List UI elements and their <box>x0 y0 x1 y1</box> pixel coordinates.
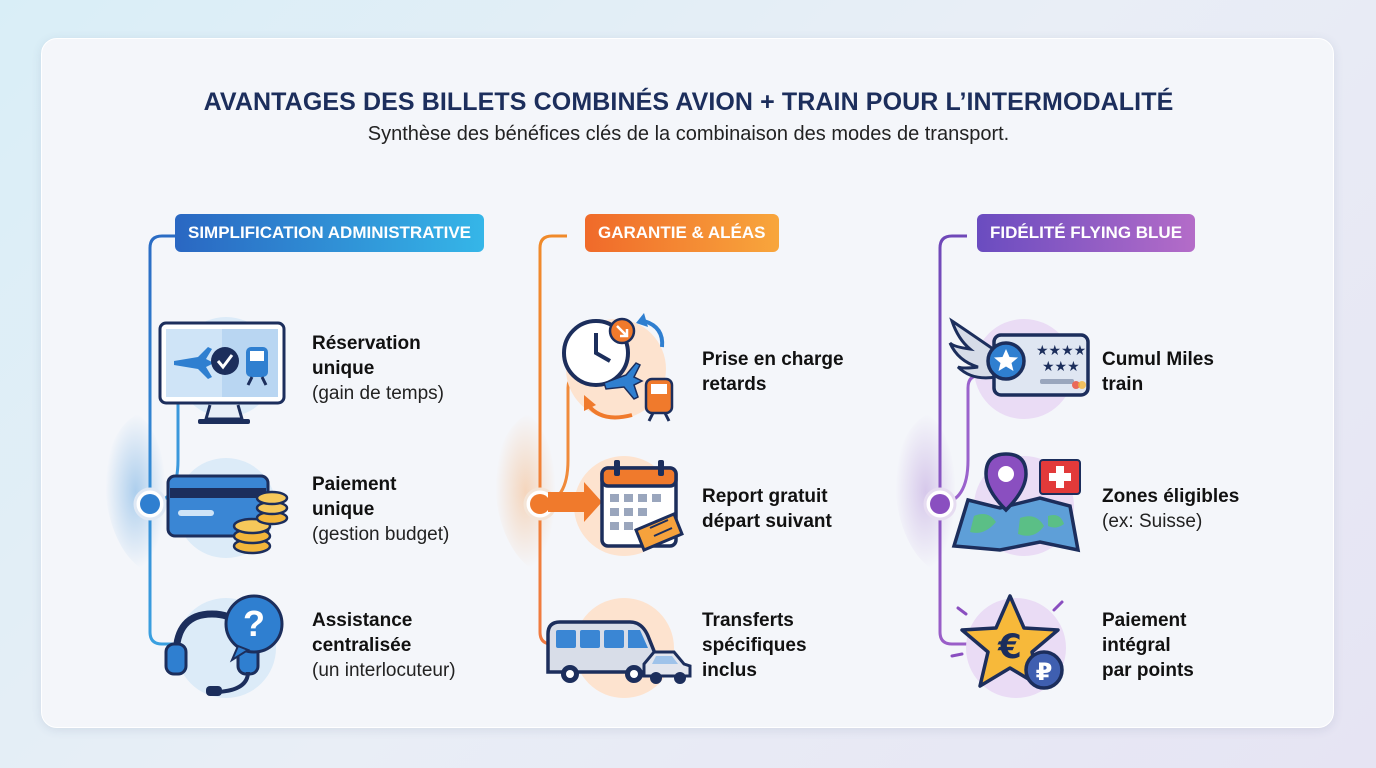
page-subtitle: Synthèse des bénéfices clés de la combin… <box>367 123 1010 145</box>
map-pin-flag-icon <box>944 446 1084 576</box>
item-text: Zones éligibles (ex: Suisse) <box>1102 486 1240 532</box>
clock-plane-train-icon <box>544 309 684 439</box>
list-item-transferts: Transferts spécifiques inclus <box>544 586 892 716</box>
list-item-paiement: Paiement unique (gestion budget) <box>154 446 502 576</box>
item-text: Réservation unique (gain de temps) <box>312 333 445 404</box>
heading-simplification: SIMPLIFICATION ADMINISTRATIVE <box>175 214 485 252</box>
list-item-assistance: ? Assistance centralisée (un interlocute… <box>154 586 502 716</box>
svg-text:★★★★: ★★★★ <box>1036 343 1086 359</box>
card-coins-icon <box>154 446 294 576</box>
column-garantie: GARANTIE & ALÉAS <box>492 214 892 698</box>
item-text: Cumul Miles train <box>1102 349 1214 395</box>
item-text: Transferts spécifiques inclus <box>702 610 807 681</box>
headset-question-icon: ? <box>154 586 294 716</box>
list-item-points: € ₽ Paiement intégral par points <box>944 586 1292 716</box>
question-glyph: ? <box>243 603 265 644</box>
infographic-card: AVANTAGES DES BILLETS COMBINÉS AVION + T… <box>41 38 1334 728</box>
item-text: Paiement unique (gestion budget) <box>312 474 450 545</box>
points-glyph: ₽ <box>1036 658 1053 686</box>
column-simplification: SIMPLIFICATION ADMINISTRATIVE <box>102 214 502 698</box>
heading-fidelite: FIDÉLITÉ FLYING BLUE <box>977 214 1196 252</box>
item-text: Assistance centralisée (un interlocuteur… <box>312 610 456 681</box>
item-text: Paiement intégral par points <box>1102 610 1194 681</box>
list-item-miles: ★★★★ ★★★ Cumul Miles train <box>944 309 1292 439</box>
winged-card-icon: ★★★★ ★★★ <box>944 309 1090 439</box>
monitor-plane-train-icon <box>154 309 294 439</box>
bracket-blue <box>105 234 198 646</box>
item-text: Prise en charge retards <box>702 349 844 395</box>
euro-glyph: € <box>997 627 1022 667</box>
list-item-retards: Prise en charge retards <box>544 309 892 439</box>
list-item-zones: Zones éligibles (ex: Suisse) <box>944 446 1292 576</box>
star-euro-points-icon: € ₽ <box>944 586 1084 716</box>
heading-garantie: GARANTIE & ALÉAS <box>585 214 779 252</box>
list-item-report: Report gratuit départ suivant <box>544 446 892 576</box>
bracket-purple <box>895 234 988 646</box>
svg-text:★★★: ★★★ <box>1042 359 1080 375</box>
list-item-reservation: Réservation unique (gain de temps) <box>154 309 502 439</box>
van-car-icon <box>544 586 692 716</box>
item-text: Report gratuit départ suivant <box>702 486 832 532</box>
page-title: AVANTAGES DES BILLETS COMBINÉS AVION + T… <box>203 88 1174 116</box>
column-fidelite: FIDÉLITÉ FLYING BLUE ★★★★ ★★★ <box>892 214 1292 698</box>
calendar-ticket-icon <box>544 446 684 576</box>
